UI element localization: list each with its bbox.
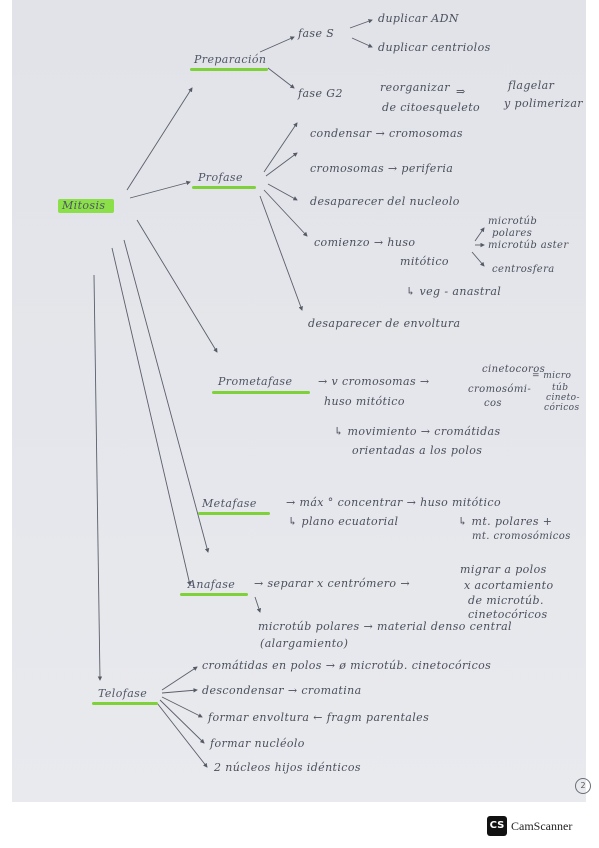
- profase-item-6: microtúb aster: [488, 240, 569, 251]
- anafase-item-1: → separar x centrómero →: [254, 577, 410, 590]
- anafase-item-5: cinetocóricos: [468, 608, 548, 621]
- preparacion-underline: [190, 68, 268, 71]
- fase-s-item-1: duplicar ADN: [378, 12, 459, 25]
- anafase-item-7: (alargamiento): [260, 637, 349, 650]
- metafase-item-3: ↳ mt. polares +: [458, 515, 553, 528]
- arrow-f5: [156, 702, 208, 768]
- telofase-item-4: formar nucléolo: [210, 737, 305, 750]
- fase-g2-item-4: y polimerizar: [504, 97, 583, 110]
- profase-underline: [192, 186, 256, 189]
- prometafase-item-4: = micro: [532, 371, 572, 381]
- telofase-item-1: cromátidas en polos → ø microtúb. cineto…: [202, 659, 492, 672]
- notebook-page: Mitosis Preparación fase S duplicar ADN …: [12, 0, 591, 802]
- prometafase-title: Prometafase: [218, 375, 293, 388]
- prometafase-item-1: → v cromosomas →: [318, 375, 430, 388]
- arrow-p2: [265, 152, 298, 177]
- fase-s-item-2: duplicar centriolos: [378, 41, 491, 54]
- fase-g2-item-1: reorganizar: [380, 81, 450, 94]
- anafase-title: Anafase: [188, 578, 236, 591]
- arrow-to-prometafase: [136, 219, 218, 353]
- anafase-item-4: de microtúb.: [468, 594, 544, 607]
- arrow-s2: [351, 37, 373, 48]
- metafase-title: Metafase: [202, 497, 257, 510]
- profase-item-3: desaparecer del nucleolo: [310, 195, 460, 208]
- metafase-item-4: mt. cromosómicos: [472, 531, 571, 542]
- anafase-underline: [180, 593, 248, 596]
- camscanner-watermark: CS CamScanner: [487, 816, 572, 836]
- profase-item-5b: polares: [492, 228, 533, 239]
- fase-g2-item-2: de citoesqueleto: [382, 101, 481, 114]
- arrow-f1: [161, 666, 198, 691]
- fase-s-label: fase S: [298, 27, 335, 40]
- fase-g2-label: fase G2: [298, 87, 343, 100]
- anafase-item-3: x acortamiento: [464, 579, 554, 592]
- profase-item-1: condensar → cromosomas: [310, 127, 463, 140]
- prometafase-item-6: ↳ movimiento → cromátidas: [334, 425, 501, 438]
- telofase-title: Telofase: [98, 687, 148, 700]
- arrow-fase-s: [259, 36, 295, 53]
- prometafase-item-3: cromosómi-: [468, 384, 532, 395]
- telofase-item-2: descondensar → cromatina: [202, 684, 362, 697]
- arrow-to-metafase: [123, 239, 210, 553]
- prometafase-underline: [212, 391, 310, 394]
- arrow-f3: [161, 696, 203, 718]
- metafase-item-1: → máx ° concentrar → huso mitótico: [286, 496, 501, 509]
- metafase-underline: [198, 512, 270, 515]
- arrow-p5: [474, 227, 485, 242]
- arrow-p4: [263, 189, 308, 237]
- page-number: 2: [575, 778, 591, 794]
- arrow-to-profase: [129, 180, 191, 199]
- camscanner-name: CamScanner: [511, 818, 573, 833]
- arrow-fase-g2: [267, 67, 295, 89]
- mindmap-arrows: [93, 19, 485, 768]
- profase-item-8: ↳ veg - anastral: [406, 285, 502, 298]
- profase-item-2: cromosomas → periferia: [310, 162, 454, 175]
- telofase-item-5: 2 núcleos hijos idénticos: [214, 761, 361, 774]
- telofase-item-3: formar envoltura ← fragm parentales: [208, 711, 430, 724]
- arrow-f2: [161, 688, 198, 694]
- prometafase-item-7: orientadas a los polos: [352, 444, 483, 457]
- prometafase-item-4b: túb: [552, 383, 569, 393]
- metafase-item-2: ↳ plano ecuatorial: [288, 515, 399, 528]
- telofase-underline: [92, 702, 158, 705]
- arrow-to-preparacion: [126, 87, 193, 191]
- profase-item-7: centrosfera: [492, 264, 555, 275]
- profase-item-4: comienzo → huso: [314, 236, 416, 249]
- anafase-item-2: migrar a polos: [460, 563, 547, 576]
- arrow-to-telofase: [93, 274, 103, 681]
- prometafase-item-3b: cos: [484, 398, 502, 409]
- mitosis-highlight: [58, 199, 114, 213]
- prometafase-item-4d: córicos: [544, 403, 580, 413]
- prometafase-item-5: huso mitótico: [324, 395, 405, 408]
- arrow-p3: [267, 183, 298, 201]
- profase-item-9: desaparecer de envoltura: [308, 317, 461, 330]
- arrow-s1: [349, 19, 373, 29]
- arrow-p1: [263, 122, 298, 173]
- camscanner-logo-icon: CS: [487, 816, 507, 836]
- fase-g2-arrow: ⇒: [456, 85, 466, 98]
- arrow-p9: [259, 195, 303, 311]
- profase-item-5: microtúb: [488, 216, 538, 227]
- preparacion-title: Preparación: [194, 53, 267, 66]
- arrow-a6: [254, 596, 261, 613]
- arrow-f4: [159, 699, 205, 744]
- fase-g2-item-3: flagelar: [508, 79, 555, 92]
- arrow-to-anafase: [111, 247, 192, 586]
- anafase-item-6: microtúb polares → material denso centra…: [258, 620, 512, 633]
- prometafase-item-2: cinetocoros: [482, 364, 546, 375]
- profase-item-4b: mitótico: [400, 255, 449, 268]
- main-topic: Mitosis: [62, 199, 106, 212]
- profase-title: Profase: [198, 171, 243, 184]
- arrow-p7: [471, 251, 485, 267]
- prometafase-item-4c: cineto-: [546, 393, 580, 403]
